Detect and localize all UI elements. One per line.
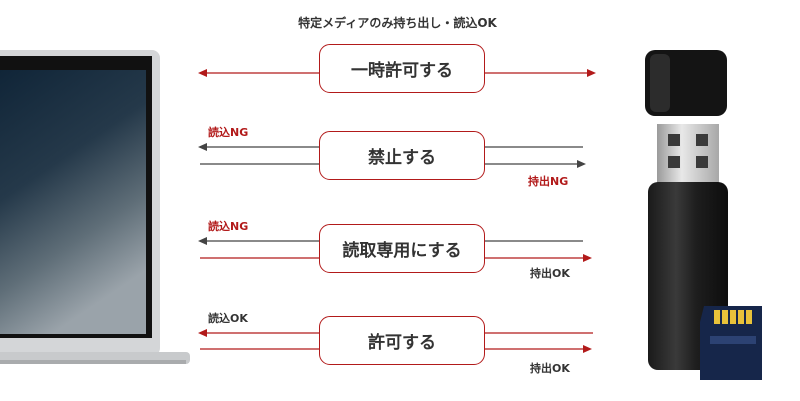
mode-box-block: 禁止する	[319, 131, 485, 180]
read-arrow-head	[198, 237, 207, 245]
laptop-icon	[0, 50, 190, 364]
diagram-title: 特定メディアのみ持ち出し・読込OK	[298, 16, 497, 30]
write-arrow-head	[583, 254, 592, 262]
mode-box-temp-allow: 一時許可する	[319, 44, 485, 93]
arrow-right-head	[587, 69, 596, 77]
arrow-left-head	[198, 69, 207, 77]
read-label-block: 読込NG	[208, 126, 249, 139]
write-label-allow: 持出OK	[530, 362, 570, 375]
read-arrow-head	[198, 329, 207, 337]
read-label-readonly: 読込NG	[208, 220, 249, 233]
write-label-block: 持出NG	[528, 175, 569, 188]
write-arrow-head	[577, 160, 586, 168]
write-label-readonly: 持出OK	[530, 267, 570, 280]
mode-box-allow: 許可する	[319, 316, 485, 365]
write-arrow-head	[583, 345, 592, 353]
mode-box-readonly: 読取専用にする	[319, 224, 485, 273]
sd-card-icon	[700, 306, 762, 380]
read-arrow-head	[198, 143, 207, 151]
read-label-allow: 読込OK	[208, 312, 248, 325]
